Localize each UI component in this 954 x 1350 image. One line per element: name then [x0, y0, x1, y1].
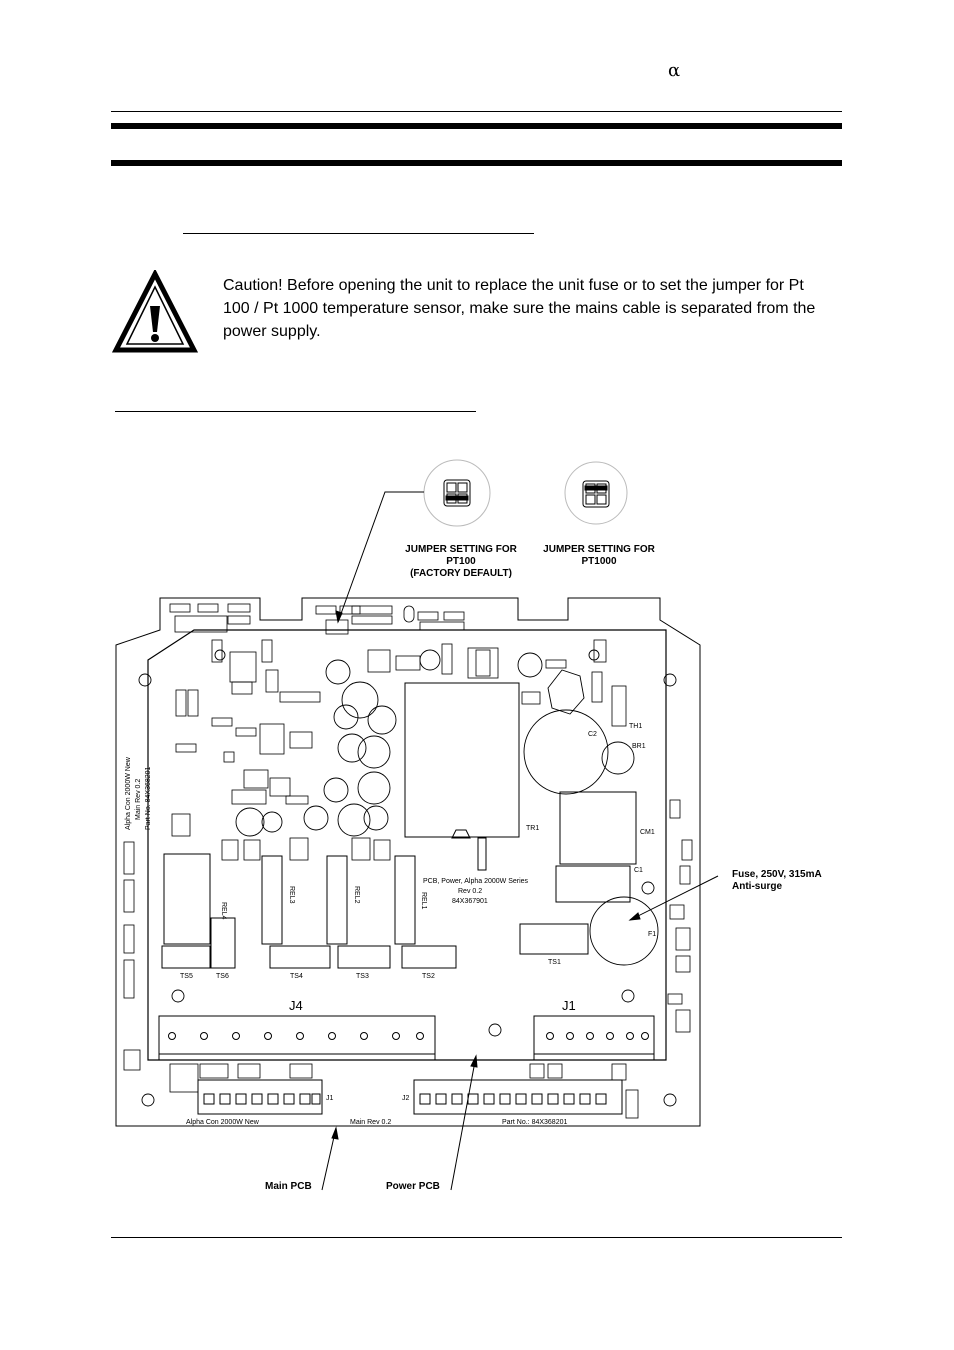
silk-j1-main: J1 — [326, 1095, 334, 1102]
jumper-pt100-label: JUMPER SETTING FOR PT100 (FACTORY DEFAUL… — [390, 544, 532, 580]
silk-ts6: TS6 — [216, 973, 229, 980]
silk-ts4: TS4 — [290, 973, 303, 980]
jumper-pt1000-detail — [564, 461, 628, 525]
power-pcb-leader-line — [450, 1055, 477, 1191]
header-thin-rule — [111, 111, 842, 112]
silk-power-pcb-1: PCB, Power, Alpha 2000W Series — [423, 878, 529, 885]
silk-rel3: REL3 — [288, 886, 295, 904]
silk-rel1: REL1 — [420, 892, 427, 910]
jumper-pt100-label-line3: (FACTORY DEFAULT) — [410, 568, 512, 579]
header-thick-rule-1 — [111, 123, 842, 129]
silk-cm1: CM1 — [640, 829, 655, 836]
jumper-leader-line — [337, 491, 424, 623]
silk-c1: C1 — [634, 867, 643, 874]
silk-th1: TH1 — [629, 723, 642, 730]
jumper-pt100-label-line1: JUMPER SETTING FOR — [405, 544, 517, 555]
main-pcb-outline — [115, 597, 701, 1127]
silk-main-bottom-left: Alpha Con 2000W New — [186, 1119, 260, 1126]
silk-main-side-1: Alpha Con 2000W New — [125, 756, 132, 830]
transformer-tr1 — [404, 682, 520, 871]
j1-connector — [533, 1015, 655, 1061]
silk-main-bottom-mid: Main Rev 0.2 — [350, 1119, 391, 1126]
silk-rel4: REL4 — [220, 902, 227, 920]
section-heading-underline — [183, 233, 534, 234]
jumper-pt1000-label-line2: PT1000 — [581, 556, 617, 567]
silk-main-side-3: Part No. 84X368201 — [145, 766, 152, 830]
silk-tr1: TR1 — [526, 825, 539, 832]
jumper-pt1000-label-line1: JUMPER SETTING FOR — [543, 544, 655, 555]
silk-power-pcb-2: Rev 0.2 — [458, 888, 482, 895]
jumper-pt1000-label: JUMPER SETTING FOR PT1000 — [528, 544, 670, 568]
jumper-pt100-detail — [423, 459, 491, 527]
footer-rule — [111, 1237, 842, 1238]
choke-cm1 — [555, 791, 637, 903]
fuse-leader-line — [629, 875, 719, 921]
silk-j2: J2 — [402, 1095, 410, 1102]
subsection-heading-underline — [115, 411, 476, 412]
fuse-label: Fuse, 250V, 315mA Anti-surge — [732, 869, 852, 893]
warning-triangle-icon — [112, 270, 198, 353]
silk-j1: J1 — [562, 998, 576, 1013]
silk-rel2: REL2 — [353, 886, 360, 904]
silk-power-pcb-3: 84X367901 — [452, 898, 488, 905]
silk-ts1: TS1 — [548, 959, 561, 966]
silk-main-side-2: Main Rev 0.2 — [135, 779, 142, 820]
fuse-label-line2: Anti-surge — [732, 881, 782, 892]
silk-j4: J4 — [289, 998, 303, 1013]
silk-main-bottom-right: Part No.: 84X368201 — [502, 1119, 567, 1126]
alpha-symbol: α — [668, 60, 681, 81]
silk-f1: F1 — [648, 931, 656, 938]
silk-c2: C2 — [588, 731, 597, 738]
main-j1-connector — [197, 1079, 323, 1115]
silk-ts3: TS3 — [356, 973, 369, 980]
jumper-pt100-label-line2: PT100 — [446, 556, 476, 567]
silk-br1: BR1 — [632, 743, 646, 750]
main-pcb-label: Main PCB — [265, 1181, 312, 1192]
silk-ts5: TS5 — [180, 973, 193, 980]
main-j2-connector — [413, 1079, 623, 1115]
silk-ts2: TS2 — [422, 973, 435, 980]
power-pcb-label: Power PCB — [386, 1181, 440, 1192]
fuse-label-line1: Fuse, 250V, 315mA — [732, 869, 822, 880]
power-pcb-outline — [147, 629, 667, 1061]
relays — [163, 853, 416, 969]
terminal-blocks — [161, 923, 589, 969]
caution-text: Caution! Before opening the unit to repl… — [223, 277, 816, 340]
j4-connector — [158, 1015, 436, 1061]
header-thick-rule-2 — [111, 160, 842, 166]
